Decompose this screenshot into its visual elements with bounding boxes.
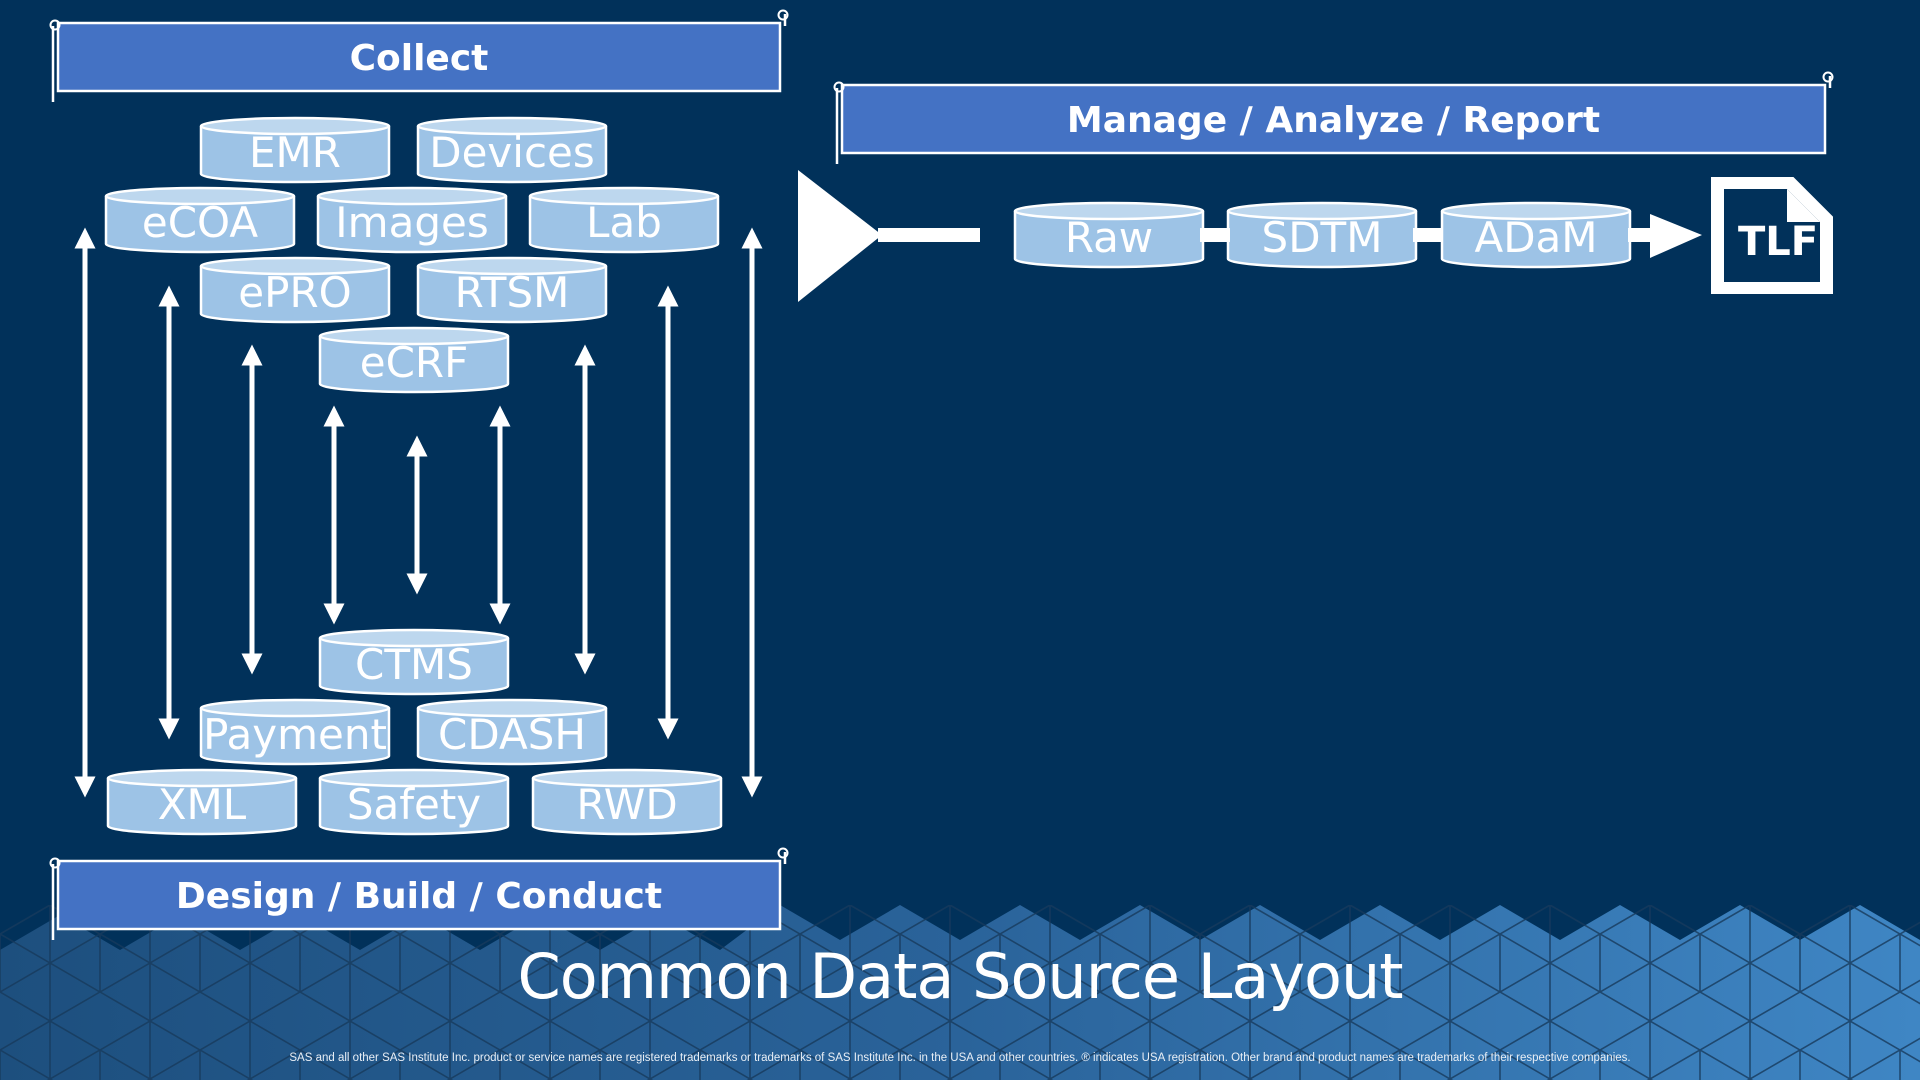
cylinder-lab: Lab (528, 186, 720, 254)
cylinder-rtsm-label: RTSM (455, 268, 570, 317)
footer-disclaimer: SAS and all other SAS Institute Inc. pro… (289, 1052, 1631, 1064)
cylinder-cdash-label: CDASH (438, 710, 586, 759)
cylinder-xml: XML (106, 768, 298, 836)
page-title: Common Data Source Layout (517, 940, 1403, 1013)
cylinder-cdash: CDASH (416, 698, 608, 766)
cylinder-payment-label: Payment (203, 710, 387, 759)
cylinder-ctms: CTMS (318, 628, 510, 696)
design-banner: Design / Build / Conduct (49, 847, 789, 940)
cylinder-adam-label: ADaM (1474, 213, 1597, 262)
collect-banner: Collect (49, 9, 789, 102)
cylinder-devices-label: Devices (429, 128, 595, 177)
cylinder-ecrf: eCRF (318, 326, 510, 394)
cylinder-rtsm: RTSM (416, 256, 608, 324)
cylinder-rwd-label: RWD (576, 780, 677, 829)
cylinder-emr: EMR (199, 116, 391, 184)
cylinder-images: Images (316, 186, 508, 254)
manage-banner-label: Manage / Analyze / Report (1067, 100, 1600, 141)
arrows (74, 227, 763, 798)
cylinders: EMR Devices eCOA Images Lab ePRO RTSM eCRF CTMS P… (104, 116, 1632, 836)
hexagon-pattern (0, 905, 1920, 1080)
cylinder-raw: Raw (1013, 201, 1205, 269)
cylinder-xml-label: XML (158, 780, 247, 829)
cylinder-safety-label: Safety (347, 780, 481, 829)
cylinder-ecoa-label: eCOA (142, 198, 258, 247)
cylinder-images-label: Images (335, 198, 488, 247)
cylinder-devices: Devices (416, 116, 608, 184)
cylinder-epro: ePRO (199, 256, 391, 324)
cylinder-ctms-label: CTMS (355, 640, 473, 689)
cylinder-sdtm: SDTM (1226, 201, 1418, 269)
cylinder-adam: ADaM (1440, 201, 1632, 269)
cylinder-ecoa: eCOA (104, 186, 296, 254)
cylinder-sdtm-label: SDTM (1262, 213, 1383, 262)
cylinder-emr-label: EMR (249, 128, 341, 177)
triangle-arrow-icon (798, 170, 882, 302)
pipeline-connectors (798, 170, 1702, 302)
collect-banner-label: Collect (350, 38, 489, 79)
manage-banner: Manage / Analyze / Report (833, 71, 1834, 164)
cylinder-lab-label: Lab (586, 198, 662, 247)
tlf-document-icon: TLF (1711, 177, 1833, 294)
design-banner-label: Design / Build / Conduct (176, 876, 662, 917)
cylinder-raw-label: Raw (1065, 213, 1153, 262)
cylinder-rwd: RWD (531, 768, 723, 836)
cylinder-payment: Payment (199, 698, 391, 766)
tlf-label: TLF (1738, 219, 1818, 265)
cylinder-safety: Safety (318, 768, 510, 836)
cylinder-ecrf-label: eCRF (360, 338, 469, 387)
cylinder-epro-label: ePRO (238, 268, 351, 317)
